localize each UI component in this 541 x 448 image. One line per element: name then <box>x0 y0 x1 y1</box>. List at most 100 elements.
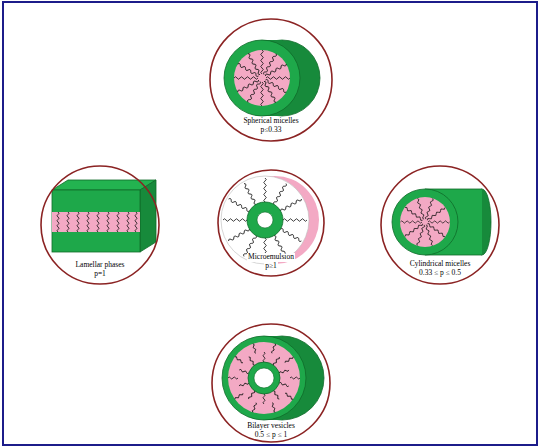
tail <box>279 382 289 387</box>
tail <box>223 219 247 222</box>
tail <box>228 198 250 212</box>
tail <box>239 382 249 387</box>
tail <box>234 356 243 363</box>
aggregate-circle: Microemulsionp≥1 <box>217 169 325 277</box>
cylindrical-micelle <box>392 189 491 255</box>
aggregate-circle: Cylindrical micelles0.33 ≤ p ≤ 0.5 <box>380 165 500 285</box>
tail <box>127 222 129 232</box>
phase-name: Lamellar phases <box>75 261 126 270</box>
tail <box>263 81 277 103</box>
tail <box>252 402 257 412</box>
tail <box>228 228 250 242</box>
droplet <box>221 176 309 264</box>
tail <box>252 343 257 353</box>
tail <box>283 219 307 222</box>
tail <box>266 77 290 80</box>
tail <box>117 212 119 222</box>
tail <box>425 198 434 219</box>
tail <box>427 207 446 222</box>
tail <box>271 402 276 412</box>
micelle-core <box>400 197 450 247</box>
tail <box>57 222 59 232</box>
tail <box>107 222 109 232</box>
circle-border <box>218 170 324 276</box>
tail <box>237 79 259 93</box>
tail <box>97 212 99 222</box>
cylinder-face <box>392 189 458 255</box>
aggregate-circle: Spherical micellesp≤0.33 <box>209 18 333 142</box>
tail <box>239 369 249 374</box>
tail <box>77 222 79 232</box>
tail <box>107 212 109 222</box>
tail <box>247 53 261 75</box>
tail <box>280 228 302 242</box>
tail <box>284 392 293 399</box>
circle-border <box>212 324 330 442</box>
tail <box>264 178 267 202</box>
tail <box>404 223 423 238</box>
spherical-micelle <box>224 40 320 116</box>
tail <box>261 50 264 74</box>
head-ring <box>247 202 283 238</box>
tail <box>67 222 69 232</box>
tail <box>117 222 119 232</box>
tail <box>273 356 280 365</box>
tail <box>127 212 129 222</box>
tail <box>290 377 300 379</box>
tail <box>248 390 255 399</box>
tail <box>57 212 59 222</box>
cylinder-edge <box>425 255 482 256</box>
aggregate-circle: Lamellar phasesp=1 <box>40 165 160 285</box>
packing-parameter: 0.5 ≤ p ≤ 1 <box>254 431 289 440</box>
packing-parameter: p=1 <box>93 270 107 279</box>
tail <box>97 222 99 232</box>
block-front <box>52 190 140 252</box>
tail <box>234 392 243 399</box>
water-core <box>257 212 273 228</box>
bilayer-vesicle <box>222 336 324 420</box>
label-block: Bilayer vesicles0.5 ≤ p ≤ 1 <box>211 422 331 439</box>
tail <box>284 356 293 363</box>
tail <box>273 390 280 399</box>
tail <box>135 222 137 232</box>
lamellar-block <box>52 180 156 252</box>
inner-ring <box>248 362 280 394</box>
micelle-core <box>234 50 290 106</box>
circle-border <box>210 19 332 141</box>
tail <box>416 225 425 246</box>
disk-face <box>224 40 300 116</box>
disk-face <box>222 336 306 420</box>
tail <box>261 82 264 106</box>
tail <box>248 356 255 365</box>
tail <box>428 221 450 223</box>
packing-parameter: p≤0.33 <box>260 126 283 135</box>
label-block: Microemulsionp≥1 <box>217 253 325 270</box>
cylinder-edge <box>425 189 482 190</box>
tail <box>243 183 257 205</box>
tail <box>265 63 287 77</box>
circle-border <box>381 166 499 284</box>
tail <box>416 198 425 219</box>
frame <box>3 2 537 445</box>
tail <box>87 212 89 222</box>
label-block: Cylindrical micelles0.33 ≤ p ≤ 0.5 <box>380 260 500 277</box>
tail <box>67 212 69 222</box>
phase-name: Spherical micelles <box>242 117 299 126</box>
phase-name: Bilayer vesicles <box>246 422 296 431</box>
tail <box>228 377 238 379</box>
tail <box>77 212 79 222</box>
bilayer-core <box>228 342 300 414</box>
water-core <box>254 368 274 388</box>
tail <box>234 77 258 80</box>
tail <box>271 343 276 353</box>
phase-name: Cylindrical micelles <box>409 260 472 269</box>
aggregate-circle: Bilayer vesicles0.5 ≤ p ≤ 1 <box>211 323 331 443</box>
tail <box>263 394 265 404</box>
tail <box>400 221 422 223</box>
tail <box>263 352 265 362</box>
phase-name: Microemulsion <box>247 253 295 262</box>
label-block: Lamellar phasesp=1 <box>40 261 160 278</box>
